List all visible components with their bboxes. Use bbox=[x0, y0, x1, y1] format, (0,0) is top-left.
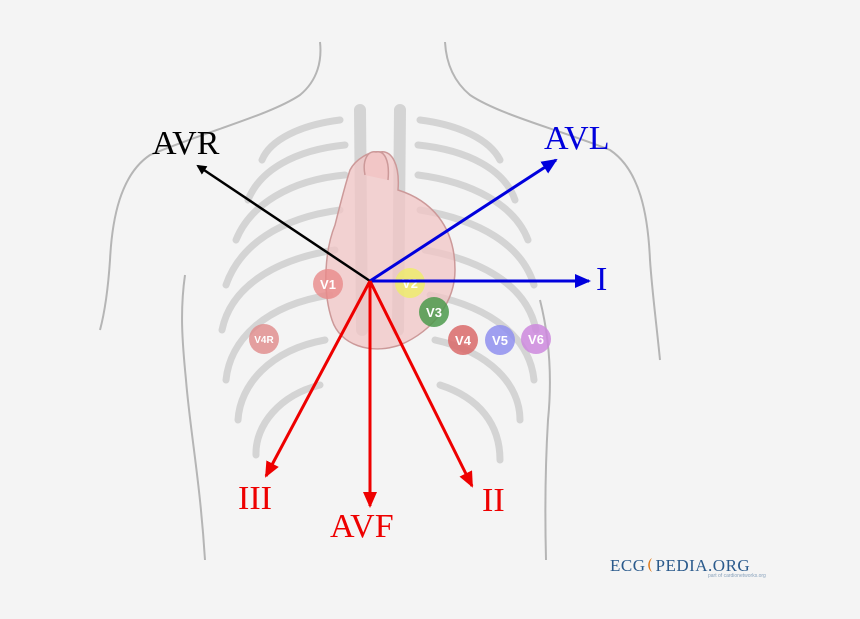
electrode-v1-label: V1 bbox=[320, 277, 336, 292]
electrode-v3-label: V3 bbox=[426, 305, 442, 320]
lead-avr-arrow bbox=[196, 164, 371, 283]
electrode-v1: V1 bbox=[313, 269, 343, 299]
lead-avl-arrow bbox=[369, 158, 558, 283]
brand-tagline: part of cardionetworks.org bbox=[708, 573, 766, 579]
electrode-v2-label: V2 bbox=[402, 276, 418, 291]
electrode-v4r-dot bbox=[249, 324, 279, 354]
crescent-icon bbox=[647, 558, 652, 572]
lead-avl-label: AVL bbox=[544, 120, 610, 157]
electrode-v2: V2 bbox=[395, 268, 425, 298]
lead-avr-label: AVR bbox=[152, 125, 220, 162]
electrode-v5-dot bbox=[485, 325, 515, 355]
electrode-v4r: V4R bbox=[249, 324, 279, 354]
lead-avf-label: AVF bbox=[330, 508, 394, 545]
ecgpedia-logo: ECG PEDIA.ORG bbox=[610, 556, 750, 576]
electrode-v3: V3 bbox=[419, 297, 449, 327]
lead-ii-label: II bbox=[482, 482, 505, 519]
electrode-v1-dot bbox=[313, 269, 343, 299]
lead-iii-arrow bbox=[264, 280, 372, 478]
electrode-v5: V5 bbox=[485, 325, 515, 355]
heart-shape bbox=[325, 151, 456, 350]
electrode-v6: V6 bbox=[521, 324, 551, 354]
electrode-v4-dot bbox=[448, 325, 478, 355]
electrode-v5-label: V5 bbox=[492, 333, 508, 348]
electrode-v4r-label: V4R bbox=[254, 335, 274, 346]
electrode-v6-dot bbox=[521, 324, 551, 354]
electrode-v4-label: V4 bbox=[455, 333, 472, 348]
brand-name-left: ECG bbox=[610, 556, 646, 575]
lead-ii-arrow bbox=[368, 280, 474, 488]
lead-i-label: I bbox=[596, 261, 608, 298]
electrode-v3-dot bbox=[419, 297, 449, 327]
lead-iii-label: III bbox=[238, 480, 272, 517]
electrode-v4: V4 bbox=[448, 325, 478, 355]
electrode-v2-dot bbox=[395, 268, 425, 298]
electrode-v6-label: V6 bbox=[528, 332, 544, 347]
brand-name-right: PEDIA.ORG bbox=[655, 556, 751, 575]
